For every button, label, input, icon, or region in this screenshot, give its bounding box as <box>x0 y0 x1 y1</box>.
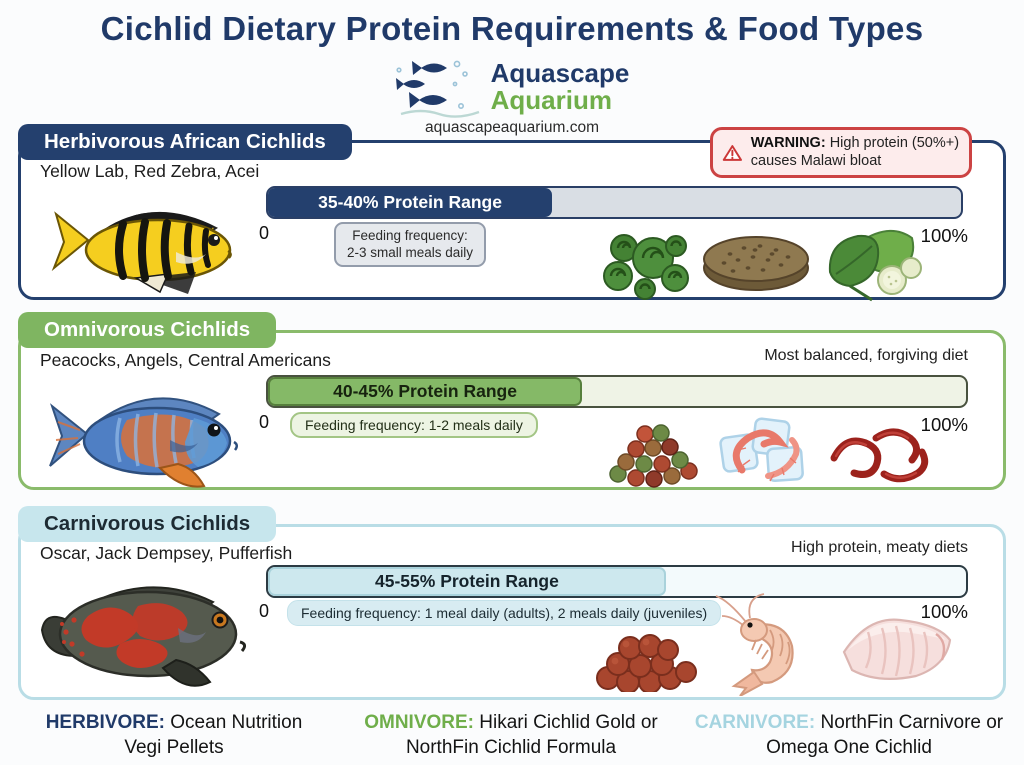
page-title: Cichlid Dietary Protein Requirements & F… <box>100 10 924 47</box>
protein-bar-fill-carnivore: 45-55% Protein Range <box>268 567 666 596</box>
frozen-brine-shrimp-icon <box>719 417 804 482</box>
footer-herbivore-text: Ocean Nutrition Vegi Pellets <box>124 712 303 759</box>
protein-range-label-herbivore: 35-40% Protein Range <box>318 192 502 212</box>
warning-box: WARNING: High protein (50%+) causes Mala… <box>710 127 972 179</box>
section-herbivorous-header: Herbivorous African Cichlids <box>18 124 352 160</box>
scale-min-omnivore: 0 <box>259 412 270 432</box>
feeding-frequency-carnivore: Feeding frequency: 1 meal daily (adults)… <box>287 600 722 626</box>
shrimp-icon <box>715 593 794 696</box>
oscar-cichlid-icon <box>40 586 247 687</box>
brand-name: Aquascape Aquarium <box>491 60 630 113</box>
footer-omnivore-recommendation: OMNIVORE: Hikari Cichlid Gold or NorthFi… <box>352 710 670 760</box>
protein-bar-herbivore: 35-40% Protein Range <box>266 186 963 219</box>
footer-omnivore-text: Hikari Cichlid Gold or NorthFin Cichlid … <box>405 712 658 759</box>
warning-bold: WARNING: <box>750 135 826 151</box>
website-url: aquascapeaquarium.com <box>424 119 600 136</box>
section-omnivorous-header: Omnivorous Cichlids <box>18 312 277 348</box>
footer-carnivore-text: NorthFin Carnivore or Omega One Cichlid <box>766 712 1004 759</box>
protein-bar-fill-omnivore: 40-45% Protein Range <box>268 377 583 406</box>
diet-note-omnivore: Most balanced, forgiving diet <box>764 347 968 364</box>
feeding-line2: 2-3 small meals daily <box>346 245 474 261</box>
footer-herbivore-label: HERBIVORE: <box>45 712 165 733</box>
fish-fillet-icon <box>842 618 952 680</box>
feeding-frequency-omnivore: Feeding frequency: 1-2 meals daily <box>290 412 538 438</box>
protein-range-label-carnivore: 45-55% Protein Range <box>375 571 559 591</box>
warning-rest: High protein (50%+) causes Malawi bloat <box>750 135 960 169</box>
brand-line1: Aquascape <box>490 58 630 89</box>
feeding-line1: Feeding frequency: <box>352 228 468 243</box>
carnivore-pellets-icon <box>596 634 697 692</box>
bloodworms-icon <box>830 428 929 483</box>
species-list-omnivore: Peacocks, Angels, Central Americans <box>40 350 331 370</box>
scale-min-carnivore: 0 <box>259 601 270 621</box>
species-list-herbivore: Yellow Lab, Red Zebra, Acei <box>40 161 260 181</box>
leafy-greens-icon <box>828 230 922 302</box>
feeding-frequency-herbivore: Feeding frequency: 2-3 small meals daily <box>334 222 486 267</box>
species-list-carnivore: Oscar, Jack Dempsey, Pufferfish <box>40 543 293 563</box>
yellow-lab-cichlid-icon <box>51 211 232 294</box>
scale-max-herbivore: 100% <box>920 225 968 246</box>
protein-bar-carnivore: 45-55% Protein Range <box>266 565 968 598</box>
scale-max-carnivore: 100% <box>920 601 968 622</box>
spirulina-pellets-icon <box>603 234 689 300</box>
warning-triangle-icon <box>722 144 743 161</box>
footer-carnivore-recommendation: CARNIVORE: NorthFin Carnivore or Omega O… <box>686 710 1012 760</box>
section-carnivorous-header: Carnivorous Cichlids <box>18 506 277 542</box>
mixed-pellets-icon <box>609 424 698 488</box>
footer-omnivore-label: OMNIVORE: <box>364 712 475 733</box>
scale-max-omnivore: 100% <box>920 414 968 435</box>
footer-herbivore-recommendation: HERBIVORE: Ocean Nutrition Vegi Pellets <box>28 710 320 760</box>
brand-logo: Aquascape Aquarium <box>0 56 1024 118</box>
brand-line2: Aquarium <box>490 85 612 115</box>
protein-bar-omnivore: 40-45% Protein Range <box>266 375 968 408</box>
diet-note-carnivore: High protein, meaty diets <box>791 539 968 556</box>
protein-range-label-omnivore: 40-45% Protein Range <box>333 381 517 401</box>
protein-bar-fill-herbivore: 35-40% Protein Range <box>268 188 553 217</box>
footer-carnivore-label: CARNIVORE: <box>694 712 816 733</box>
algae-wafer-icon <box>703 236 809 291</box>
scale-min-herbivore: 0 <box>259 223 270 243</box>
peacock-cichlid-icon <box>49 397 238 488</box>
three-fish-logo-icon <box>395 60 480 118</box>
warning-text: WARNING: High protein (50%+) causes Mala… <box>751 135 960 170</box>
